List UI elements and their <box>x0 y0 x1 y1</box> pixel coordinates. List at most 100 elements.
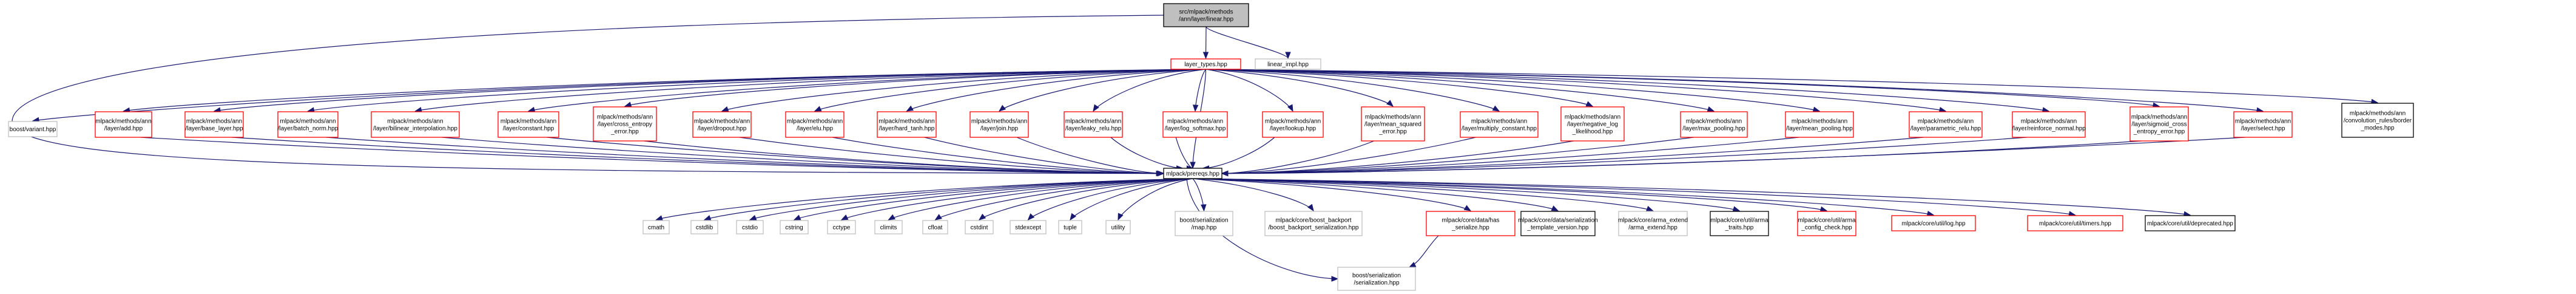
node-box[interactable] <box>1710 211 1769 236</box>
node-sigmoid-ce[interactable]: mlpack/methods/ann/layer/sigmoid_cross_e… <box>2129 106 2189 142</box>
node-add[interactable]: mlpack/methods/ann/layer/add.hpp <box>95 111 152 138</box>
node-arma-extend[interactable]: mlpack/core/arma_extend/arma_extend.hpp <box>1618 211 1688 236</box>
node-ser-tmpl[interactable]: mlpack/core/data/serialization_template_… <box>1518 211 1598 236</box>
node-box[interactable] <box>1891 215 1976 231</box>
node-box[interactable] <box>95 111 152 138</box>
node-box[interactable] <box>1680 111 1748 138</box>
node-arma-traits[interactable]: mlpack/core/util/arma_traits.hpp <box>1710 211 1769 236</box>
node-bilinear[interactable]: mlpack/methods/ann/layer/bilinear_interp… <box>371 111 460 138</box>
node-max-pool[interactable]: mlpack/methods/ann/layer/max_pooling.hpp <box>1680 111 1748 138</box>
node-box[interactable] <box>1520 211 1596 236</box>
node-box[interactable] <box>1909 111 1983 138</box>
node-box[interactable] <box>1262 111 1324 138</box>
node-mult-const[interactable]: mlpack/methods/ann/layer/multiply_consta… <box>1460 111 1539 138</box>
node-batch-norm[interactable]: mlpack/methods/ann/layer/batch_norm.hpp <box>277 111 339 138</box>
node-box[interactable] <box>1175 211 1233 236</box>
node-mean-pool[interactable]: mlpack/methods/ann/layer/mean_pooling.hp… <box>1785 111 1854 138</box>
node-box[interactable] <box>692 111 752 138</box>
node-box[interactable] <box>1162 111 1228 138</box>
node-box[interactable] <box>1785 111 1854 138</box>
node-linear-impl[interactable]: linear_impl.hpp <box>1255 58 1321 70</box>
node-elu[interactable]: mlpack/methods/ann/layer/elu.hpp <box>785 111 845 138</box>
node-stdexcept[interactable]: stdexcept <box>1010 220 1047 234</box>
node-box[interactable] <box>1618 211 1688 236</box>
node-box[interactable] <box>184 111 244 138</box>
node-lookup[interactable]: mlpack/methods/ann/layer/lookup.hpp <box>1262 111 1324 138</box>
node-boost-variant[interactable]: boost/variant.hpp <box>8 121 58 137</box>
node-box[interactable] <box>1064 111 1123 138</box>
node-join[interactable]: mlpack/methods/ann/layer/join.hpp <box>969 111 1029 138</box>
node-box[interactable] <box>2027 215 2123 231</box>
node-select[interactable]: mlpack/methods/ann/layer/select.hpp <box>2233 111 2293 138</box>
node-box[interactable] <box>1460 111 1539 138</box>
node-box[interactable] <box>1264 211 1363 236</box>
node-box[interactable] <box>965 220 994 234</box>
node-box[interactable] <box>785 111 845 138</box>
node-box[interactable] <box>1255 58 1321 70</box>
node-has-serialize[interactable]: mlpack/core/data/has_serialize.hpp <box>1426 211 1516 236</box>
node-box[interactable] <box>1170 58 1241 70</box>
node-log-softmax[interactable]: mlpack/methods/ann/layer/log_softmax.hpp <box>1162 111 1228 138</box>
node-hard-tanh[interactable]: mlpack/methods/ann/layer/hard_tanh.hpp <box>877 111 937 138</box>
node-box[interactable] <box>874 220 903 234</box>
node-deprecated[interactable]: mlpack/core/util/deprecated.hpp <box>2145 215 2236 231</box>
node-box[interactable] <box>277 111 339 138</box>
node-box[interactable] <box>1163 3 1249 27</box>
node-box[interactable] <box>2129 106 2189 142</box>
node-box[interactable] <box>1163 168 1222 179</box>
node-mse[interactable]: mlpack/methods/ann/layer/mean_squared_er… <box>1361 106 1425 142</box>
node-box[interactable] <box>1797 211 1856 236</box>
node-box[interactable] <box>827 220 856 234</box>
node-layer-types[interactable]: layer_types.hpp <box>1170 58 1241 70</box>
node-box[interactable] <box>8 121 58 137</box>
node-cctype[interactable]: cctype <box>827 220 856 234</box>
node-box[interactable] <box>2341 103 2414 138</box>
node-border-modes[interactable]: mlpack/methods/ann/convolution_rules/bor… <box>2341 103 2414 138</box>
node-box[interactable] <box>1361 106 1425 142</box>
node-box[interactable] <box>1010 220 1047 234</box>
node-cross-entropy[interactable]: mlpack/methods/ann/layer/cross_entropy_e… <box>593 106 657 142</box>
node-box[interactable] <box>2233 111 2293 138</box>
node-cstdint[interactable]: cstdint <box>965 220 994 234</box>
node-box[interactable] <box>690 220 718 234</box>
node-base-layer[interactable]: mlpack/methods/ann/layer/base_layer.hpp <box>184 111 244 138</box>
node-box[interactable] <box>1105 220 1131 234</box>
node-dropout[interactable]: mlpack/methods/ann/layer/dropout.hpp <box>692 111 752 138</box>
node-prereqs[interactable]: mlpack/prereqs.hpp <box>1163 168 1222 179</box>
node-box[interactable] <box>593 106 657 142</box>
node-box[interactable] <box>371 111 460 138</box>
node-log[interactable]: mlpack/core/util/log.hpp <box>1891 215 1976 231</box>
node-cstdlib[interactable]: cstdlib <box>690 220 718 234</box>
node-ser-map[interactable]: boost/serialization/map.hpp <box>1175 211 1233 236</box>
node-arma-config[interactable]: mlpack/core/util/arma_config_check.hpp <box>1797 211 1856 236</box>
node-cstdio[interactable]: cstdio <box>736 220 764 234</box>
node-cfloat[interactable]: cfloat <box>922 220 948 234</box>
node-prelu[interactable]: mlpack/methods/ann/layer/parametric_relu… <box>1909 111 1983 138</box>
node-box[interactable] <box>969 111 1029 138</box>
node-cstring[interactable]: cstring <box>780 220 809 234</box>
node-box[interactable] <box>877 111 937 138</box>
node-climits[interactable]: climits <box>874 220 903 234</box>
node-box[interactable] <box>1560 106 1625 142</box>
node-box[interactable] <box>1426 211 1516 236</box>
node-utility[interactable]: utility <box>1105 220 1131 234</box>
node-timers[interactable]: mlpack/core/util/timers.hpp <box>2027 215 2123 231</box>
node-reinforce[interactable]: mlpack/methods/ann/layer/reinforce_norma… <box>2012 111 2086 138</box>
node-root[interactable]: src/mlpack/methods/ann/layer/linear.hpp <box>1163 3 1249 27</box>
node-box[interactable] <box>2012 111 2086 138</box>
node-box[interactable] <box>2145 215 2236 231</box>
node-leaky-relu[interactable]: mlpack/methods/ann/layer/leaky_relu.hpp <box>1064 111 1123 138</box>
node-box[interactable] <box>780 220 809 234</box>
node-box[interactable] <box>922 220 948 234</box>
node-constant[interactable]: mlpack/methods/ann/layer/constant.hpp <box>497 111 559 138</box>
node-nll[interactable]: mlpack/methods/ann/layer/negative_log_li… <box>1560 106 1625 142</box>
node-box[interactable] <box>1058 220 1082 234</box>
node-serialization[interactable]: boost/serialization/serialization.hpp <box>1337 267 1416 291</box>
node-backport[interactable]: mlpack/core/boost_backport/boost_backpor… <box>1264 211 1363 236</box>
node-tuple[interactable]: tuple <box>1058 220 1082 234</box>
node-box[interactable] <box>1337 267 1416 291</box>
node-box[interactable] <box>642 220 670 234</box>
node-box[interactable] <box>497 111 559 138</box>
node-cmath[interactable]: cmath <box>642 220 670 234</box>
node-box[interactable] <box>736 220 764 234</box>
